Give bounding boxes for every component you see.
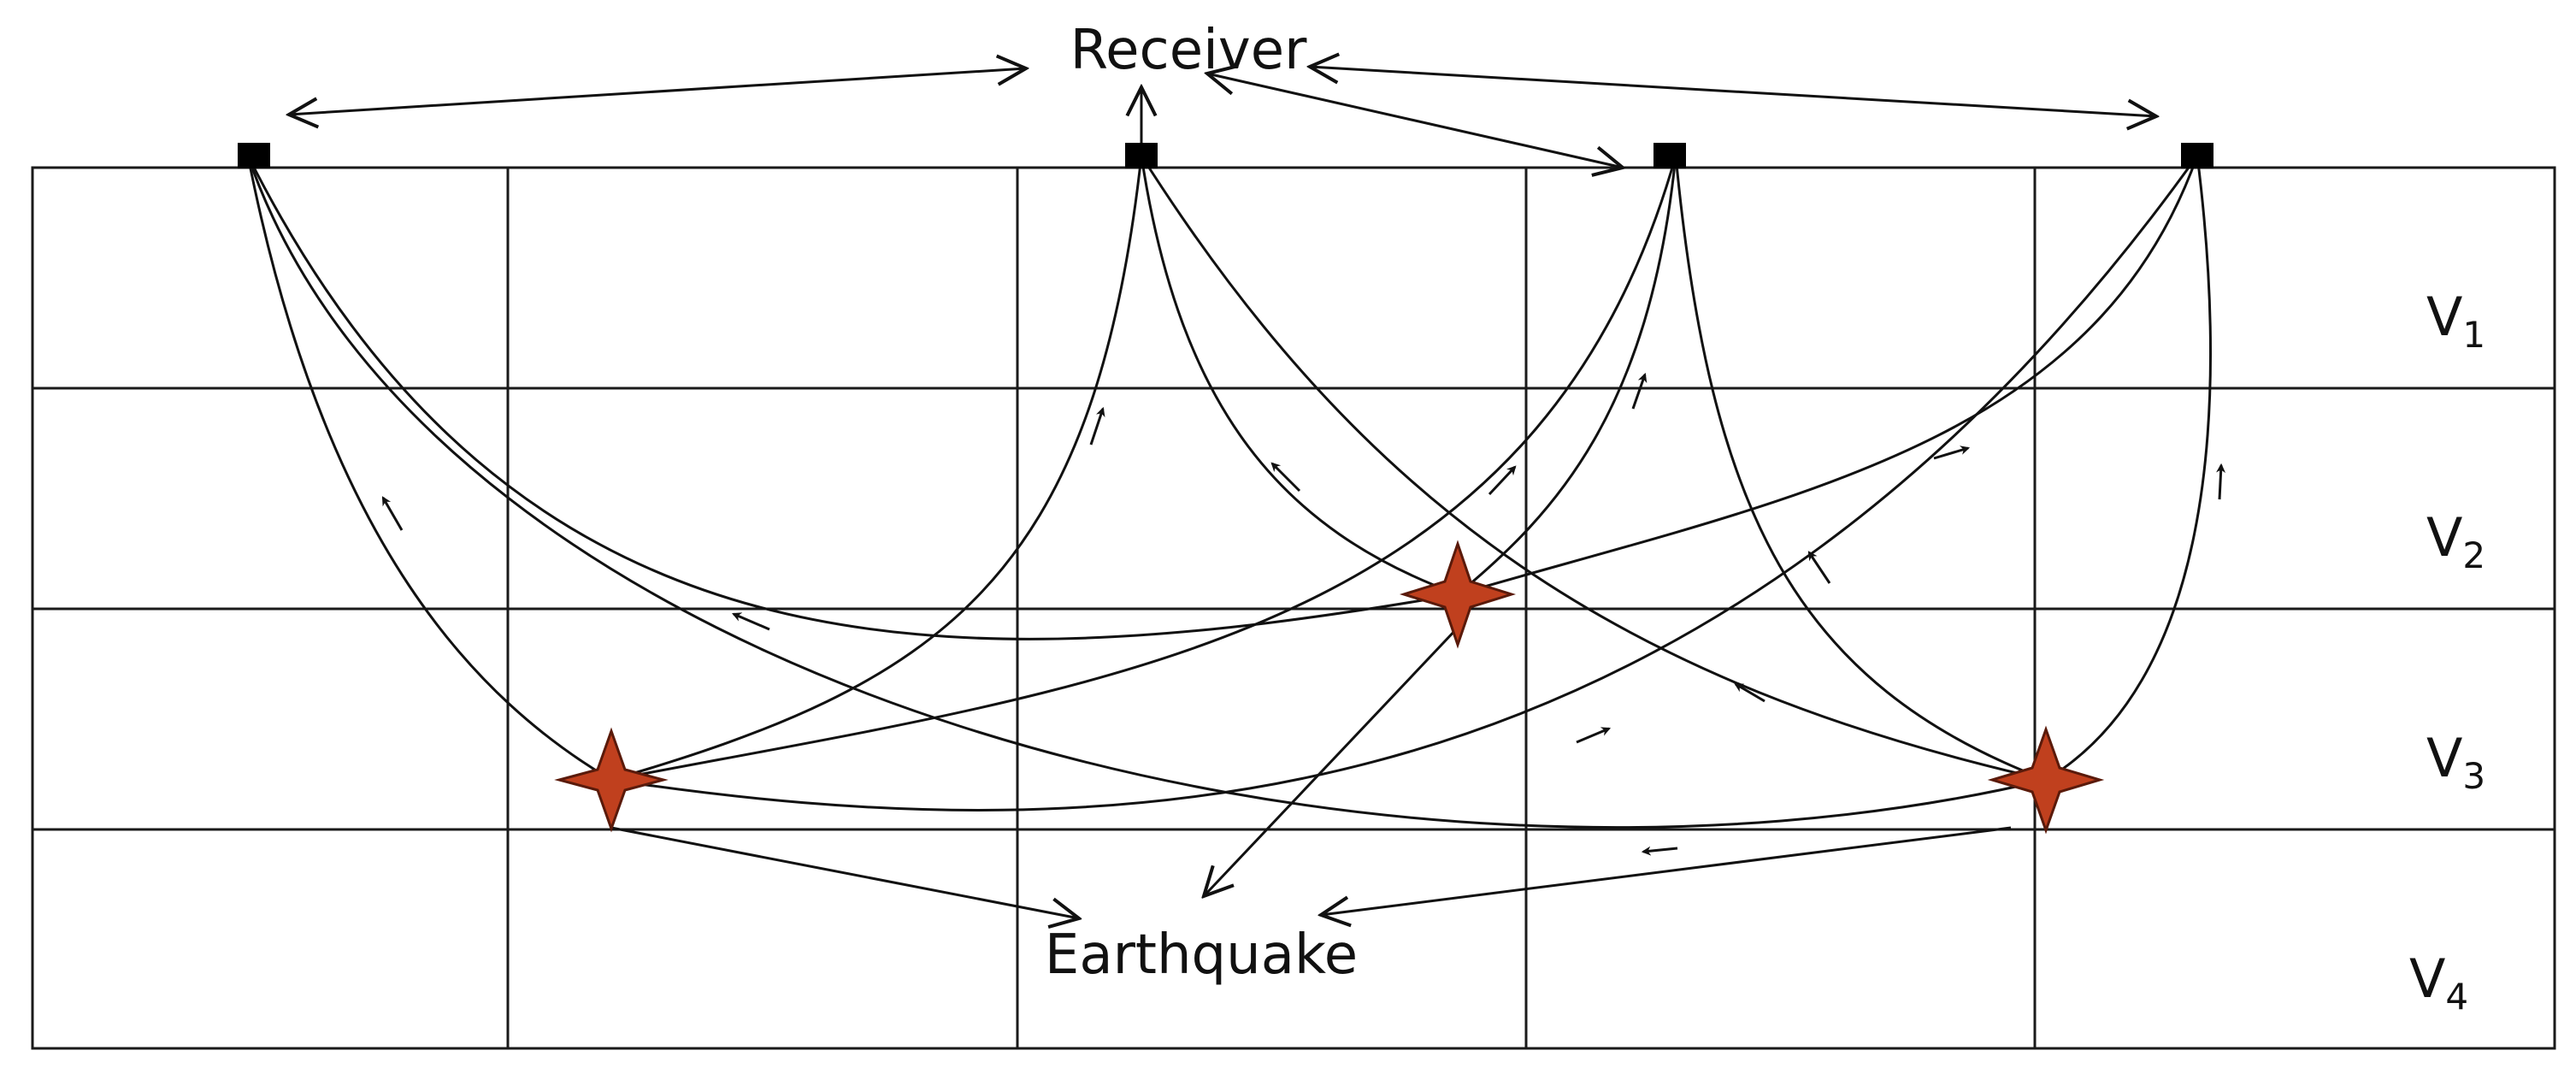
ray-arrowhead xyxy=(1807,551,1831,584)
ray-path xyxy=(610,155,2199,811)
ray-arrowhead xyxy=(1488,465,1517,496)
receiver-pointer-arrow xyxy=(1207,74,1623,168)
ray-path xyxy=(246,155,612,782)
receiver-pointer-arrow xyxy=(1310,67,2156,116)
layer-label: V2 xyxy=(2426,506,2485,576)
earthquake-pointer-arrow xyxy=(610,826,1079,918)
layer-label: V1 xyxy=(2426,286,2485,356)
ray-path xyxy=(1457,155,1677,596)
earthquake-label: Earthquake xyxy=(1045,924,1358,987)
receiver-pointer-arrow xyxy=(289,68,1026,115)
ray-arrowhead xyxy=(1933,446,1971,460)
receiver-pointers xyxy=(289,67,2156,168)
earthquakes xyxy=(554,540,2105,835)
ray-arrowhead xyxy=(1734,682,1765,703)
receiver-marker xyxy=(2181,143,2213,168)
earthquake-pointers xyxy=(610,626,2012,918)
earthquake-star-icon xyxy=(1399,540,1517,649)
ray-paths xyxy=(246,155,2213,829)
ray-arrowhead xyxy=(1089,406,1105,446)
ray-arrowhead xyxy=(381,496,404,531)
ray-path xyxy=(246,155,1459,640)
receivers xyxy=(238,143,2213,168)
receiver-marker xyxy=(238,143,270,168)
ray-arrowhead xyxy=(2216,463,2226,500)
ray-path xyxy=(610,155,1677,782)
earthquake-pointer-arrow xyxy=(1321,826,2012,915)
ray-path xyxy=(2045,155,2213,782)
receiver-label: Receiver xyxy=(1070,19,1308,82)
receiver-marker xyxy=(1653,143,1686,168)
layer-label: V4 xyxy=(2409,947,2468,1018)
ray-path xyxy=(1140,155,2047,782)
earthquake-star-icon xyxy=(554,727,669,833)
ray-arrowhead xyxy=(731,612,770,631)
ray-path xyxy=(1140,155,1459,596)
ray-arrowheads xyxy=(381,372,2226,856)
ray-path xyxy=(246,155,2047,829)
layer-labels: V1 V2 V3 V4 xyxy=(2409,286,2485,1018)
ray-path xyxy=(610,155,1143,782)
layer-label: V3 xyxy=(2426,727,2485,797)
ray-path xyxy=(1457,155,2199,596)
receiver-marker xyxy=(1125,143,1158,168)
ray-path xyxy=(1674,155,2047,782)
ray-arrowhead xyxy=(1631,372,1648,410)
ray-arrowhead xyxy=(1641,846,1678,856)
ray-arrowhead xyxy=(1576,727,1612,744)
earthquake-star-icon xyxy=(1987,725,2105,835)
earthquake-pointer-arrow xyxy=(1204,626,1459,896)
ray-arrowhead xyxy=(1270,462,1301,493)
